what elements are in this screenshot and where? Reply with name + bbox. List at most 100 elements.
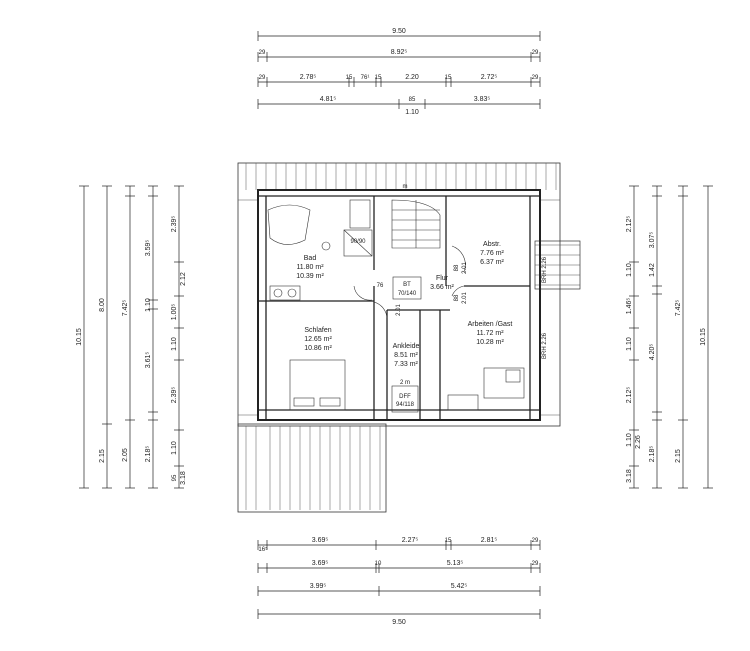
- bt-size-label: 70/140: [398, 291, 417, 297]
- left-small-dim: 95: [172, 474, 178, 481]
- right-col4-dim: 1.46⁵: [626, 298, 633, 315]
- right-col2-dim: 2.15: [675, 449, 682, 463]
- room-area-abstr: 7.76 m²: [480, 250, 504, 257]
- bottom-row2-dim: 10: [375, 561, 382, 567]
- top-row4-dim: 4.81⁵: [320, 96, 337, 103]
- bottom-start-dim: 16⁵: [258, 546, 268, 553]
- left-col3-dim: 7.42⁵: [122, 300, 129, 317]
- top-total-dim: 9.50: [392, 28, 406, 35]
- shower-size-label: 90/90: [350, 239, 366, 245]
- top-row4-dim: 3.83⁵: [474, 96, 491, 103]
- top-end-dim: 29: [532, 50, 539, 56]
- left-col4-dim: 3.61⁵: [145, 352, 152, 369]
- top-end-dim: 29: [259, 50, 266, 56]
- left-col5-dim: 2.39⁵: [171, 216, 178, 233]
- top-row3-dim: 15: [375, 75, 382, 81]
- room-area2-arbeiten: 10.28 m²: [476, 339, 504, 346]
- right-dimension-lines: [629, 185, 713, 489]
- dff-window: [391, 385, 419, 413]
- room-area-schlafen: 12.65 m²: [304, 336, 332, 343]
- exterior-walls: [257, 189, 541, 421]
- top-row3-dim: 15: [346, 75, 353, 81]
- bt-box: [392, 276, 422, 300]
- height-2m-label: 2 m: [400, 380, 410, 386]
- bottom-dimension-lines: [257, 540, 541, 619]
- window-brh-label: BRH 2.26: [542, 256, 548, 283]
- room-name-flur: Flur: [436, 275, 449, 282]
- bottom-row1-dim: 29: [532, 538, 539, 544]
- left-col4-dim: 2.18⁵: [145, 446, 152, 463]
- left-col5-dim: 1.00⁵: [171, 304, 178, 321]
- bottom-row3-dim: 3.99⁵: [310, 583, 327, 590]
- room-area2-schlafen: 10.86 m²: [304, 345, 332, 352]
- left-sub-dim: 8.00: [99, 298, 106, 312]
- top-end-dim: 29: [259, 75, 266, 81]
- door-width-label: 76: [377, 283, 384, 289]
- left-col5-dim: 3.18: [180, 471, 187, 485]
- room-name-abstr: Abstr.: [483, 241, 501, 248]
- door-swings: [353, 245, 466, 319]
- left-col5-dim: 1.10: [171, 441, 178, 455]
- bt-label: BT: [403, 282, 411, 288]
- bottom-row2-dim: 3.69⁵: [312, 560, 329, 567]
- top-row3-dim: 2.72⁵: [481, 74, 498, 81]
- roof-hatching: [238, 163, 580, 510]
- door-height-label: 88: [454, 264, 460, 271]
- right-col4-dim: 1.10: [626, 433, 633, 447]
- left-col3-dim: 2.05: [122, 448, 129, 462]
- top-row4-sub: 1.10: [405, 109, 419, 116]
- room-area2-ankleide: 7.33 m²: [394, 361, 418, 368]
- left-dimension-lines: [79, 185, 184, 489]
- top-row4-dim: 85: [409, 97, 416, 103]
- left-total-dim: 10.15: [76, 328, 83, 346]
- door-height-label: 2.01: [462, 292, 468, 304]
- right-extra-dim: 2.26: [635, 435, 642, 449]
- room-area2-abstr: 6.37 m²: [480, 259, 504, 266]
- bottom-row1-dim: 2.27⁵: [402, 537, 419, 544]
- room-area-bad: 11.80 m²: [296, 264, 324, 271]
- bathroom-fixtures: [267, 199, 373, 301]
- room-area-ankleide: 8.51 m²: [394, 352, 418, 359]
- height-m-label: m: [403, 184, 408, 190]
- right-col4-dim: 1.10: [626, 337, 633, 351]
- top-row3-dim: 76¹: [361, 75, 370, 81]
- left-col1-bottom: 2.15: [99, 449, 106, 463]
- bottom-total-dim: 9.50: [392, 619, 406, 626]
- door-height-label: 88: [454, 294, 460, 301]
- right-col3-dim: 4.20⁵: [649, 344, 656, 361]
- room-name-bad: Bad: [304, 255, 317, 262]
- room-area-flur: 3.66 m²: [430, 284, 454, 291]
- staircase: [391, 199, 441, 249]
- right-col3-dim: 2.18⁵: [649, 446, 656, 463]
- right-col4-dim: 2.12⁵: [626, 216, 633, 233]
- top-row3-dim: 2.20: [405, 74, 419, 81]
- right-col4-dim: 2.12⁵: [626, 387, 633, 404]
- top-inner-dim: 8.92⁵: [391, 49, 408, 56]
- dff-size-label: 94/118: [396, 402, 415, 408]
- right-col2-dim: 7.42⁵: [675, 300, 682, 317]
- dormer-right: [534, 240, 581, 290]
- bottom-row2-dim: 5.13⁵: [447, 560, 464, 567]
- right-col4-dim: 3.18: [626, 469, 633, 483]
- door-height-label: 2.01: [462, 262, 468, 274]
- door-height-label: 2.01: [396, 304, 402, 316]
- room-name-ankleide: Ankleide: [393, 343, 420, 350]
- left-col5-dim: 2.39⁵: [171, 387, 178, 404]
- dff-label: DFF: [399, 394, 411, 400]
- window-brh-label: BRH 2.26: [542, 332, 548, 359]
- furniture: [289, 359, 525, 411]
- top-row3-dim: 15: [445, 75, 452, 81]
- top-row3-dim: 2.78⁵: [300, 74, 317, 81]
- right-col4-dim: 1.10: [626, 263, 633, 277]
- top-end-dim: 29: [532, 75, 539, 81]
- roof-outline: [237, 162, 561, 513]
- top-dimension-lines: [257, 31, 541, 109]
- left-col5-dim: 1.10: [171, 337, 178, 351]
- room-name-arbeiten: Arbeiten /Gast: [468, 321, 513, 328]
- interior-walls: [258, 195, 540, 420]
- right-col3-dim: 1.42: [649, 263, 656, 277]
- room-area2-bad: 10.39 m²: [296, 273, 324, 280]
- left-col5-dim: 2.12: [180, 272, 187, 286]
- right-col3-dim: 3.07⁵: [649, 232, 656, 249]
